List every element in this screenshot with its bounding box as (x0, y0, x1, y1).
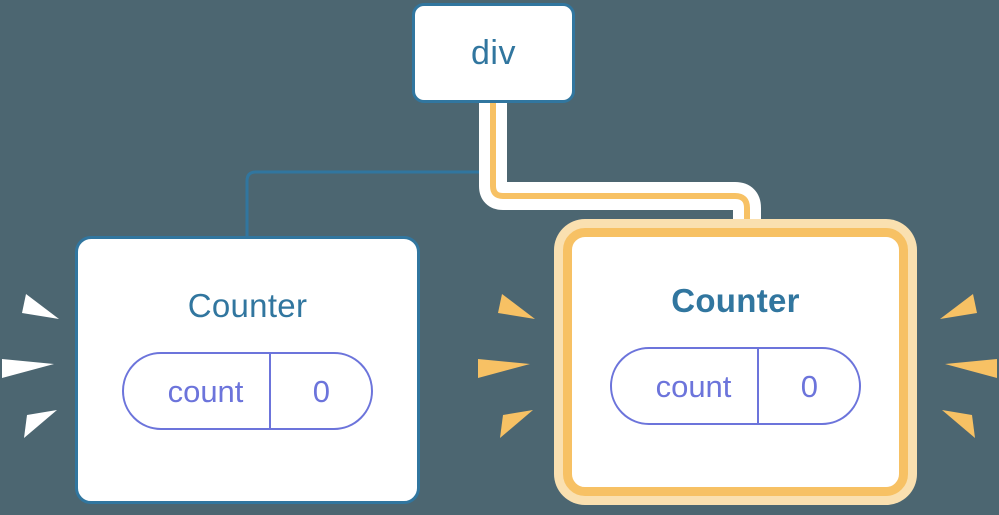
node-div-root[interactable]: div (412, 3, 575, 103)
node-counter-right-label: Counter (671, 282, 800, 319)
state-value-right: 0 (757, 349, 859, 423)
state-pill-left: count 0 (121, 352, 374, 430)
state-key-left: count (167, 373, 244, 409)
node-counter-right[interactable]: Counter count 0 (563, 228, 908, 496)
wire-halo-right-child (479, 100, 761, 232)
node-counter-left[interactable]: Counter count 0 (75, 236, 420, 504)
state-value-left: 0 (269, 354, 371, 428)
node-counter-left-label: Counter (187, 287, 308, 324)
wire-root-to-left-child (245, 103, 495, 236)
wire-root-to-right-child (490, 100, 750, 232)
node-root-label: div (471, 34, 516, 72)
state-pill-right: count 0 (609, 347, 862, 425)
state-key-right: count (655, 368, 732, 404)
